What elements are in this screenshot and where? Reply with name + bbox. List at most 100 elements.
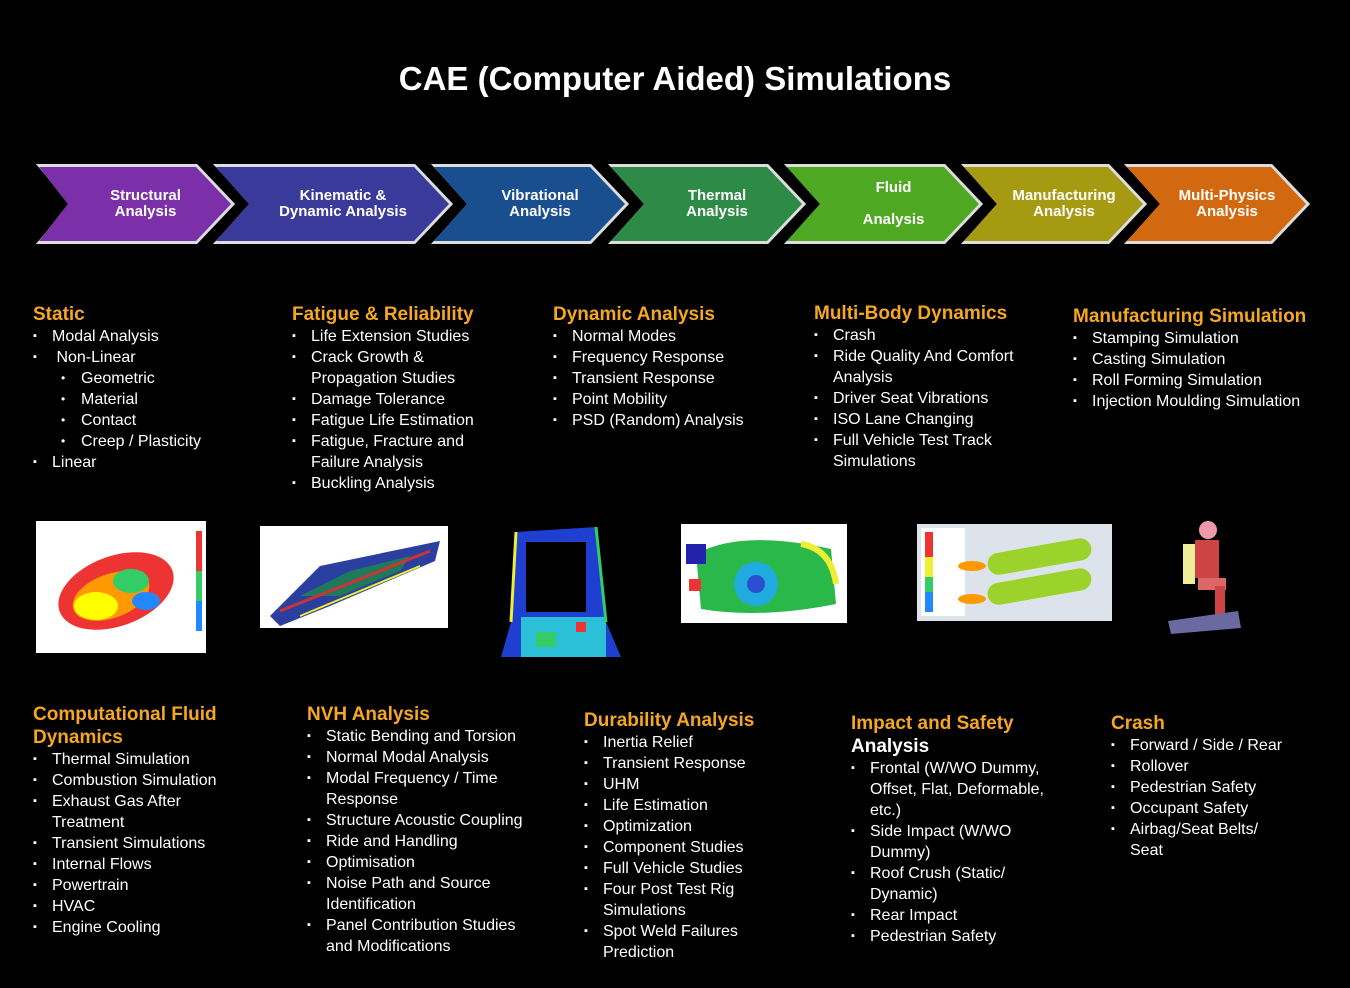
list-item: ISO Lane Changing: [814, 409, 1039, 430]
list-item: Material: [33, 389, 263, 410]
nvh-block: NVH Analysis Static Bending and Torsion …: [307, 703, 542, 957]
list-item: Buckling Analysis: [292, 473, 502, 494]
chevron-shape: [431, 164, 629, 244]
thermal-housing-image: [681, 524, 847, 623]
list-item: Rear Impact: [851, 905, 1061, 926]
impact-block: Impact and Safety Analysis Frontal (W/WO…: [851, 712, 1061, 947]
list-item: Structure Acoustic Coupling: [307, 810, 542, 831]
crash-heading: Crash: [1111, 713, 1165, 734]
chevron-label: Structural Analysis: [110, 187, 181, 220]
list-item: Full Vehicle Test Track Simulations: [814, 430, 1039, 472]
multibody-heading: Multi-Body Dynamics: [814, 303, 1008, 324]
list-item: HVAC: [33, 896, 263, 917]
cfd-heading: Computational Fluid Dynamics: [33, 704, 217, 748]
list-item: Exhaust Gas After Treatment: [33, 791, 202, 833]
chevron-step-5: Fluid Analysis: [784, 164, 983, 244]
chevron-step-6: Manufacturing Analysis: [961, 164, 1147, 244]
nvh-heading: NVH Analysis: [307, 704, 430, 725]
list-item: Ride Quality And Comfort Analysis: [814, 346, 1039, 388]
list-item: Airbag/Seat Belts/ Seat: [1111, 819, 1280, 861]
list-item: Fatigue, Fracture and Failure Analysis: [292, 431, 502, 473]
list-item: Thermal Simulation: [33, 749, 263, 770]
list-item: Frontal (W/WO Dummy, Offset, Flat, Defor…: [851, 758, 1061, 821]
list-item: Noise Path and Source Identification: [307, 873, 516, 915]
list-item: Damage Tolerance: [292, 389, 502, 410]
list-item: PSD (Random) Analysis: [553, 410, 773, 431]
chevron-step-1: Structural Analysis: [36, 164, 235, 244]
list-item: Linear: [33, 452, 263, 473]
list-item: Creep / Plasticity: [33, 431, 263, 452]
chevron-step-7: Multi-Physics Analysis: [1124, 164, 1310, 244]
dynamic-heading: Dynamic Analysis: [553, 304, 715, 325]
chevron-shape: [213, 164, 453, 244]
list-item: Modal Frequency / Time Response: [307, 768, 516, 810]
list-item: Forward / Side / Rear: [1111, 735, 1311, 756]
list-item: Crash: [814, 325, 1039, 346]
manufacturing-heading: Manufacturing Simulation: [1073, 306, 1307, 327]
list-item: Spot Weld Failures Prediction: [584, 921, 768, 963]
list-item: Contact: [33, 410, 263, 431]
fatigue-heading: Fatigue & Reliability: [292, 304, 474, 325]
list-item: UHM: [584, 774, 804, 795]
list-item: Normal Modes: [553, 326, 773, 347]
list-item: Occupant Safety: [1111, 798, 1311, 819]
list-item: Full Vehicle Studies: [584, 858, 804, 879]
chevron-label: Multi-Physics Analysis: [1178, 187, 1276, 220]
list-item: Geometric: [33, 368, 263, 389]
list-item: Roof Crush (Static/ Dynamic): [851, 863, 1030, 905]
list-item: Transient Simulations: [33, 833, 263, 854]
list-item: Static Bending and Torsion: [307, 726, 542, 747]
multibody-block: Multi-Body Dynamics Crash Ride Quality A…: [814, 302, 1039, 472]
crash-block: Crash Forward / Side / Rear Rollover Ped…: [1111, 712, 1311, 861]
list-item: Fatigue Life Estimation: [292, 410, 502, 431]
list-item: Non-Linear: [33, 347, 263, 368]
durability-block: Durability Analysis Inertia Relief Trans…: [584, 709, 804, 963]
list-item: Internal Flows: [33, 854, 263, 875]
cfd-block: Computational Fluid Dynamics Thermal Sim…: [33, 703, 263, 938]
impact-heading-line2: Analysis: [851, 736, 930, 757]
durability-heading: Durability Analysis: [584, 710, 755, 731]
impact-heading: Impact and Safety Analysis: [851, 712, 1061, 758]
structural-fea-image: [36, 521, 206, 653]
list-item: Engine Cooling: [33, 917, 263, 938]
list-item: Optimization: [584, 816, 804, 837]
chevron-shape: [961, 164, 1147, 244]
list-item: Driver Seat Vibrations: [814, 388, 1039, 409]
list-item: Inertia Relief: [584, 732, 804, 753]
chevron-step-3: Vibrational Analysis: [431, 164, 629, 244]
list-item: Rollover: [1111, 756, 1311, 777]
crash-dummy-seat-image: [1168, 521, 1241, 634]
chevron-shape: [608, 164, 806, 244]
chevron-label: Thermal Analysis: [686, 187, 748, 220]
list-item: Normal Modal Analysis: [307, 747, 542, 768]
chevron-shape: [1124, 164, 1310, 244]
list-item: Transient Response: [584, 753, 804, 774]
chevron-label: Manufacturing Analysis: [1012, 187, 1116, 220]
list-item: Injection Moulding Simulation: [1073, 391, 1333, 412]
chevron-label: Kinematic & Dynamic Analysis: [279, 187, 407, 220]
page-title: CAE (Computer Aided) Simulations: [398, 60, 952, 97]
list-item: Crack Growth & Propagation Studies: [292, 347, 502, 389]
list-item: Life Estimation: [584, 795, 804, 816]
impact-heading-line1: Impact and Safety: [851, 713, 1014, 734]
list-item: Optimisation: [307, 852, 542, 873]
list-item: Life Extension Studies: [292, 326, 502, 347]
dynamic-block: Dynamic Analysis Normal Modes Frequency …: [553, 303, 773, 431]
static-heading: Static: [33, 304, 85, 325]
cab-frame-image: [501, 526, 621, 657]
chevron-step-2: Kinematic & Dynamic Analysis: [213, 164, 453, 244]
list-item: Four Post Test Rig Simulations: [584, 879, 753, 921]
list-item: Stamping Simulation: [1073, 328, 1333, 349]
list-item: Transient Response: [553, 368, 773, 389]
fatigue-block: Fatigue & Reliability Life Extension Stu…: [292, 303, 502, 494]
list-item: Component Studies: [584, 837, 804, 858]
chevron-label: Fluid Analysis: [862, 179, 925, 228]
fluid-pipe-image: [917, 524, 1112, 621]
list-item: Modal Analysis: [33, 326, 263, 347]
list-item: Side Impact (W/WO Dummy): [851, 821, 1030, 863]
list-item: Frequency Response: [553, 347, 773, 368]
list-item: Point Mobility: [553, 389, 773, 410]
chassis-frame-image: [260, 526, 448, 628]
list-item: Panel Contribution Studies and Modificat…: [307, 915, 536, 957]
list-item: Combustion Simulation: [33, 770, 263, 791]
